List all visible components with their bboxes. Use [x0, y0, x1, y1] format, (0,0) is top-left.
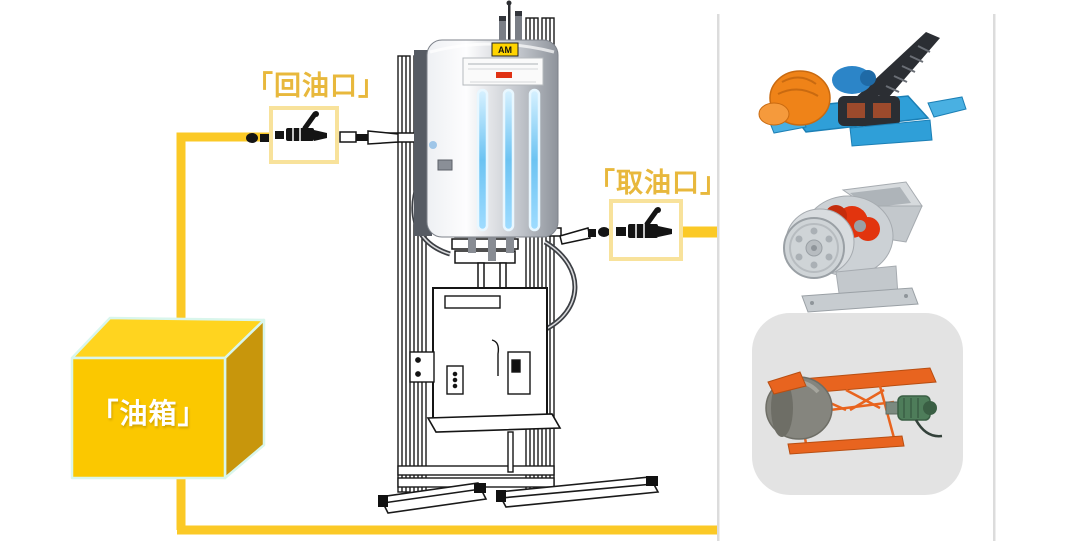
oil-tank-label: 「油箱」 [90, 398, 207, 429]
return-port-label: 「回油口」 [246, 71, 386, 101]
panel-divider-lines [717, 14, 996, 541]
sample-port-fittings [559, 227, 610, 245]
hammer-crusher-icon [783, 181, 923, 313]
nameplate [462, 57, 544, 86]
brand-badge: AM [491, 42, 519, 57]
scraper-conveyor-icon [758, 32, 967, 147]
oil-tank-box [70, 316, 266, 480]
return-port-fittings [246, 130, 399, 145]
oil-monitor-cabinet-icon: AM [414, 0, 559, 261]
sample-port-box [609, 199, 683, 261]
belt-conveyor-icon [765, 367, 943, 455]
badge-text: AM [498, 45, 512, 55]
sample-port-label: 「取油口」 [588, 168, 728, 198]
return-port-valve-icon [275, 111, 327, 141]
return-port-box [269, 106, 339, 164]
antenna-icon [499, 0, 522, 46]
sample-port-valve-icon [616, 207, 672, 238]
